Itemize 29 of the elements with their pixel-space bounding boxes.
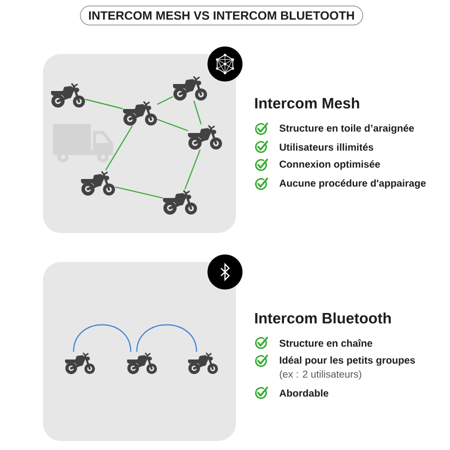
list-item: Structure en chaîne	[279, 339, 372, 347]
motorcycle	[188, 352, 218, 374]
heading: Intercom Mesh	[255, 98, 360, 108]
motorcycle	[123, 101, 157, 126]
connector	[156, 96, 174, 105]
connector	[85, 98, 123, 110]
connector	[157, 118, 188, 132]
motorcycle	[51, 83, 85, 108]
connector	[136, 324, 198, 352]
list-item: Aucune procédure d'appairage	[279, 179, 426, 189]
motorcycle	[163, 190, 197, 215]
motorcycle	[65, 352, 95, 374]
title-pill: INTERCOM MESH VS INTERCOM BLUETOOTH	[80, 6, 364, 26]
list-item: Abordable	[279, 389, 328, 397]
list-item: Idéal pour les petits groupes	[280, 356, 415, 366]
connector	[115, 186, 163, 199]
heading: Intercom Bluetooth	[255, 312, 391, 324]
connector	[105, 125, 133, 171]
list-item: Connexion optimisée	[280, 160, 380, 170]
connector	[193, 100, 202, 124]
motorcycle	[188, 125, 222, 150]
connector	[72, 324, 132, 352]
motorcycle	[173, 76, 207, 101]
list-item: Structure en toile d’araignée	[279, 124, 414, 134]
motorcycle	[81, 171, 115, 196]
connector	[184, 150, 201, 190]
list-item: Utilisateurs illimités	[280, 143, 374, 151]
note: (ex : 2 utilisateurs)	[280, 370, 362, 380]
motorcycle	[127, 352, 157, 374]
